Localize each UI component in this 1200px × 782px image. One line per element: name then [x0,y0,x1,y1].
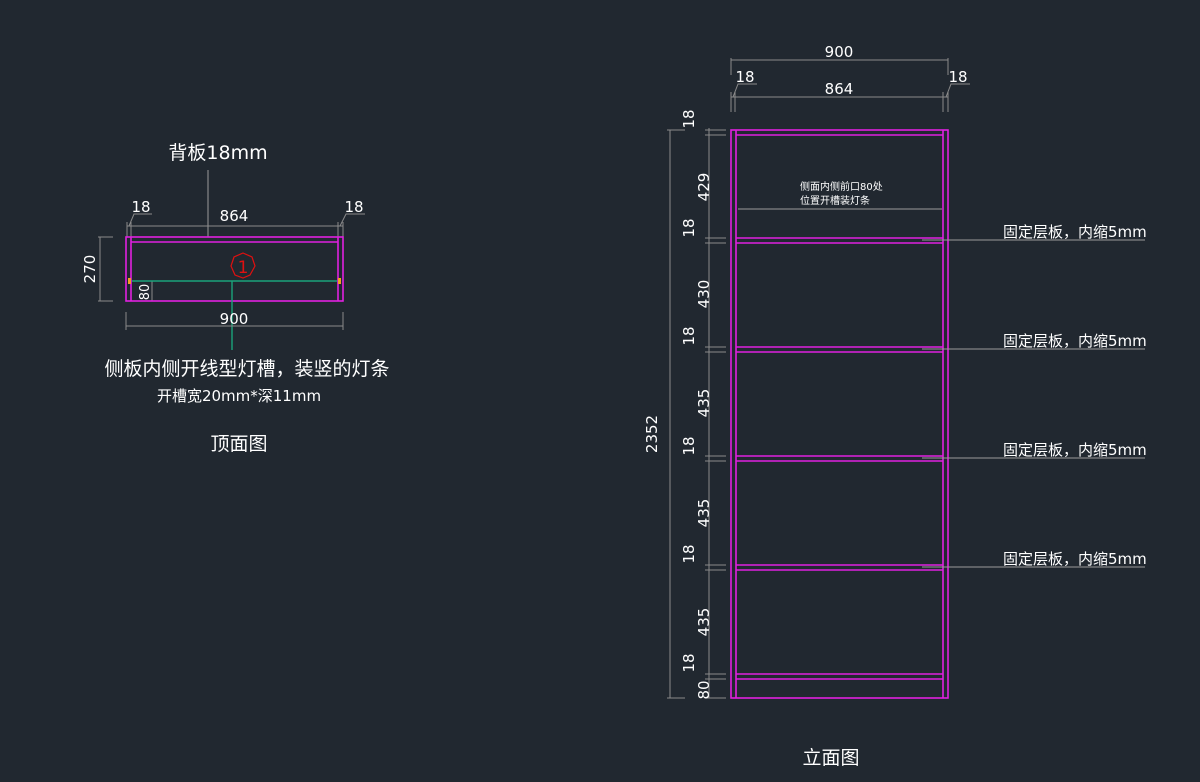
shelf-labels: 固定层板，内缩5mm 固定层板，内缩5mm 固定层板，内缩5mm 固定层板，内缩5mm [922,223,1147,568]
elevation-title: 立面图 [802,747,859,769]
cabinet-outline-top [125,236,344,302]
vertical-dim: 18 [680,109,698,128]
slot-end-mark-right [338,278,341,284]
elev-dim-total-width: 900 [825,43,854,61]
vertical-dimension-chain: 18 429 18 430 18 435 18 435 18 435 18 80 [680,109,726,700]
vertical-dim: 429 [695,173,713,202]
elev-dim-right: 18 [948,68,967,86]
back-panel-label: 背板18mm [168,142,267,164]
elev-dim-inner: 864 [825,80,854,98]
vertical-dim: 435 [695,608,713,637]
dim-left-thickness: 18 [131,198,150,216]
dim-slot-offset: 80 [138,284,153,301]
elev-note-line-1: 侧面内侧前口80处 [800,180,883,193]
shelf-label: 固定层板，内缩5mm [1003,441,1147,459]
dim-inner-width: 864 [220,207,249,225]
elev-dim-left: 18 [735,68,754,86]
elev-note-line-2: 位置开槽装灯条 [800,194,870,207]
vertical-dim: 18 [680,436,698,455]
vertical-dim: 435 [695,389,713,418]
slot-end-mark-left [128,278,131,284]
vertical-dim: 18 [680,653,698,672]
dim-right-thickness: 18 [344,198,363,216]
note-line-1: 侧板内侧开线型灯槽，装竖的灯条 [104,358,389,380]
elevation-view: 900 18 18 864 2352 184291843018435184351… [643,43,1147,769]
top-view: 背板18mm 18 18 864 270 80 1 900 侧板内侧开线型灯槽，… [81,142,390,455]
top-view-title: 顶面图 [210,433,267,455]
marker-shape [230,252,256,279]
dim-depth: 270 [81,255,99,284]
note-line-2: 开槽宽20mm*深11mm [157,387,321,405]
dim-total-width: 900 [220,310,249,328]
shelves [736,237,943,571]
shelf-label: 固定层板，内缩5mm [1003,332,1147,350]
vertical-dim: 80 [695,680,713,699]
elev-dim-total-height: 2352 [643,415,661,453]
marker-number: 1 [238,258,249,278]
shelf-label: 固定层板，内缩5mm [1003,550,1147,568]
vertical-dim: 18 [680,326,698,345]
vertical-dim: 18 [680,544,698,563]
shelf-label: 固定层板，内缩5mm [1003,223,1147,241]
vertical-dim: 18 [680,218,698,237]
cabinet-outline-elevation [730,129,949,699]
vertical-dim: 430 [695,280,713,309]
vertical-dim: 435 [695,499,713,528]
